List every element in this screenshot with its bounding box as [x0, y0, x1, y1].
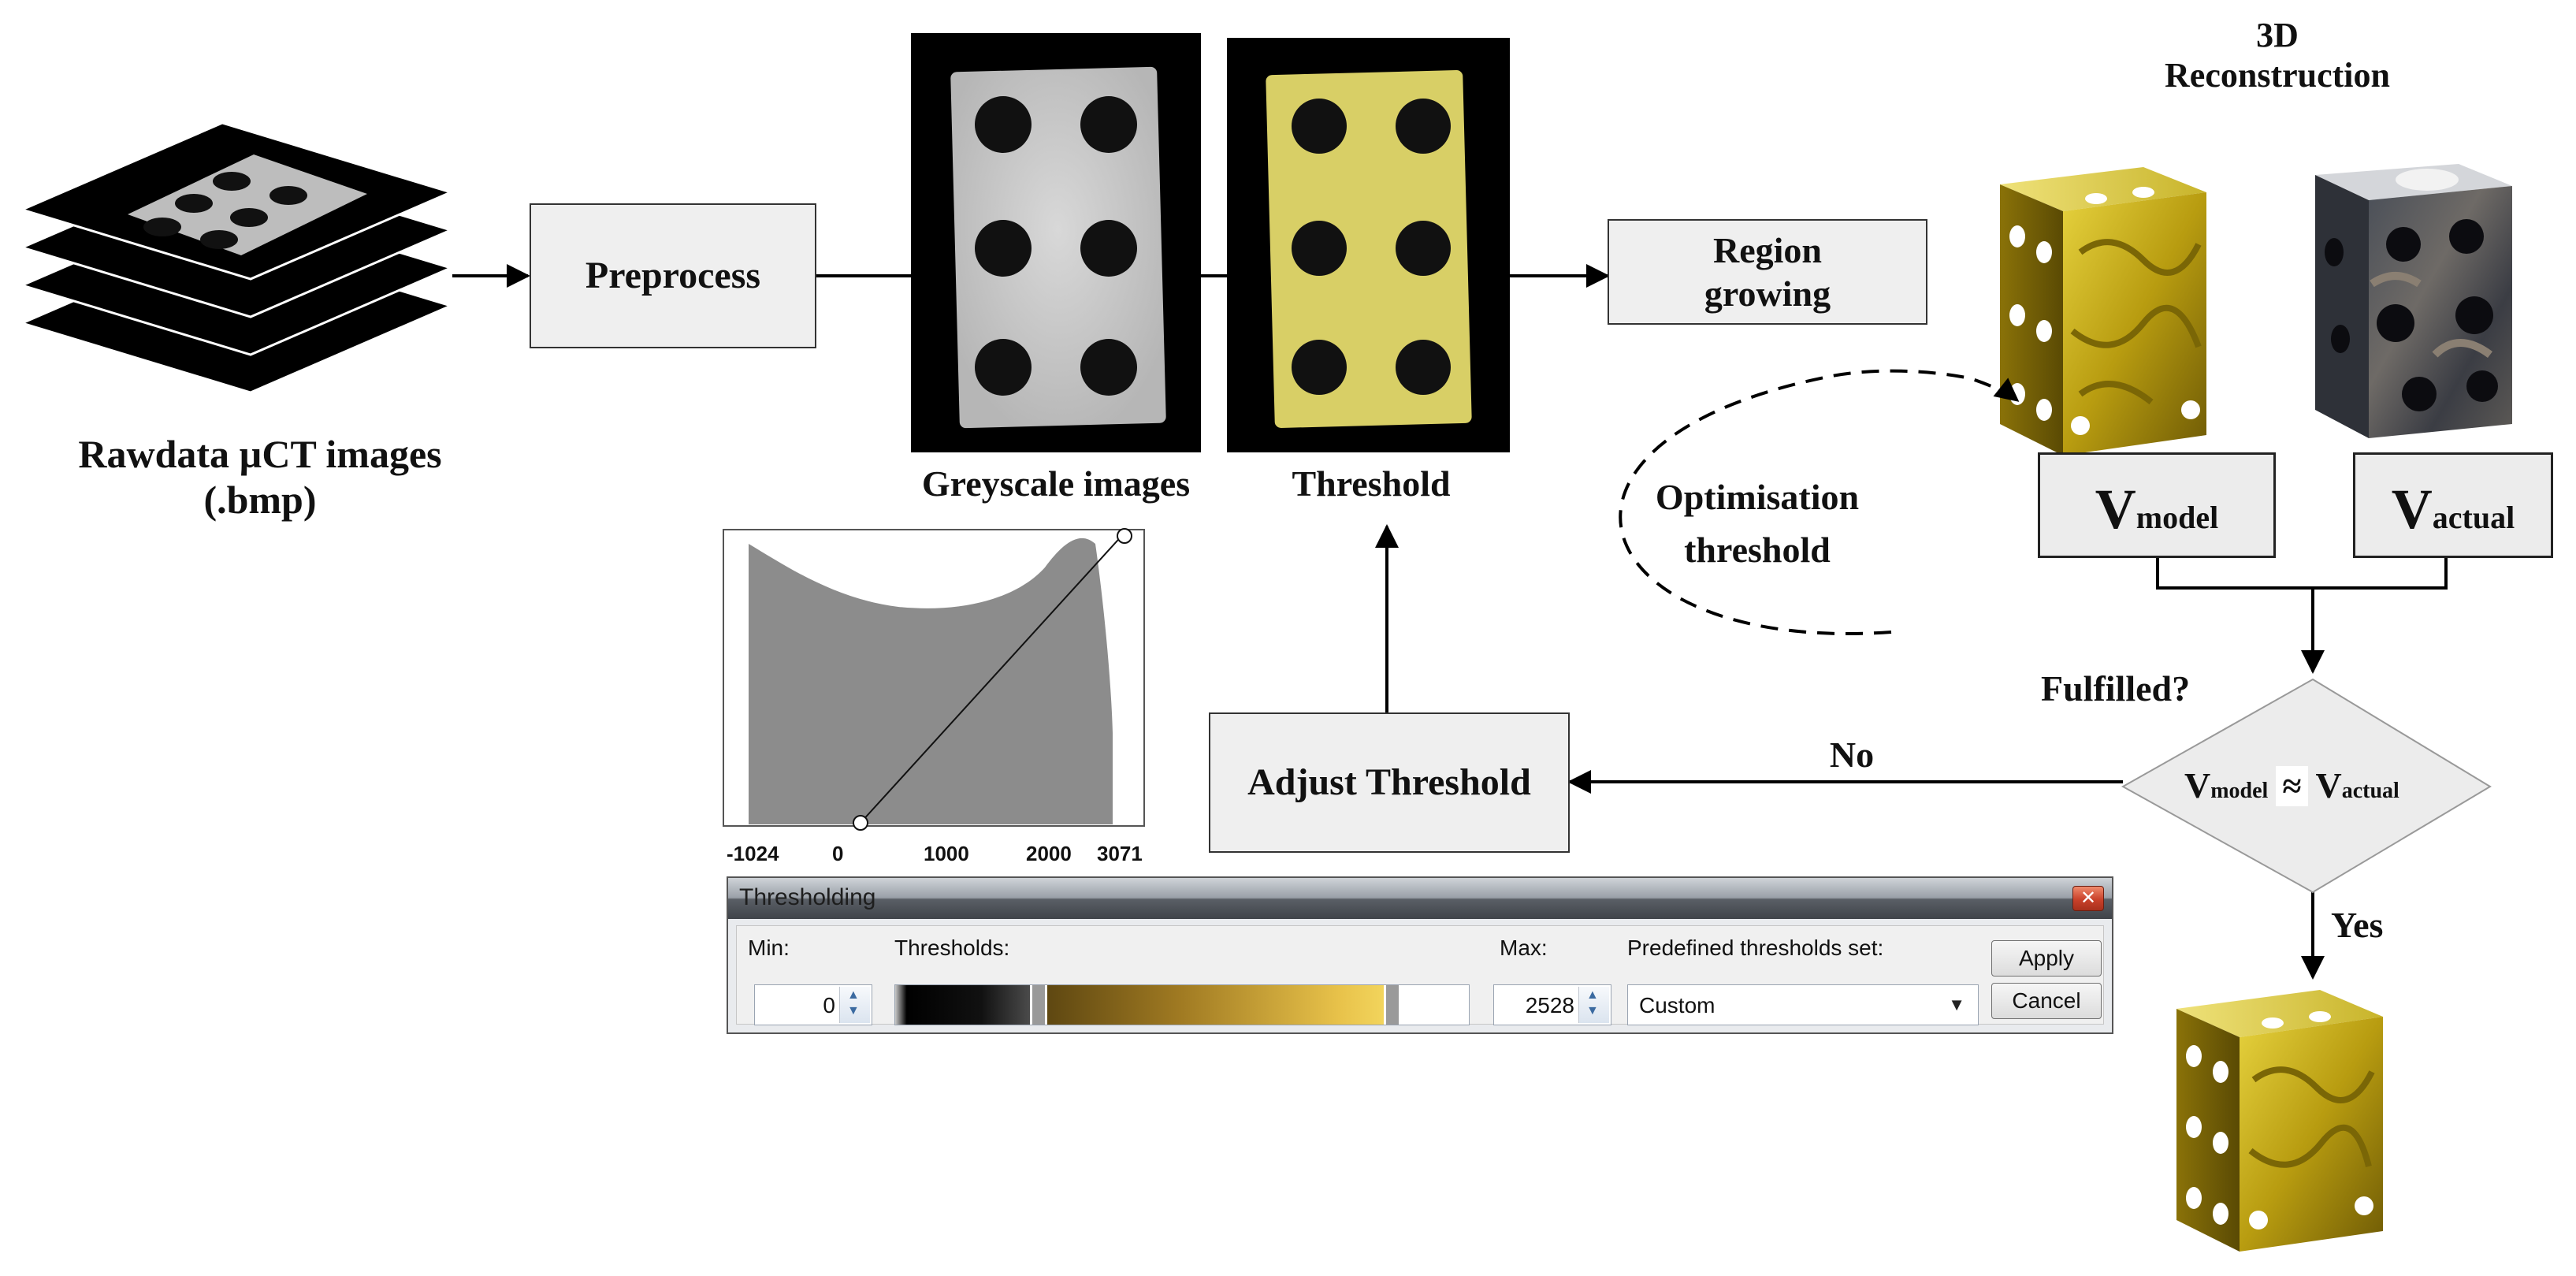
threshold-mapping-line	[860, 532, 1125, 824]
chevron-down-icon: ▼	[1948, 995, 1965, 1014]
gradient-gold-segment	[1039, 985, 1392, 1025]
rawdata-label-line2: (.bmp)	[203, 477, 317, 522]
preprocess-box: Preprocess	[530, 203, 816, 348]
hist-tick-3: 2000	[1026, 842, 1072, 865]
apply-button[interactable]: Apply	[1991, 940, 2102, 977]
v-model-symbol: V	[2095, 478, 2136, 541]
dialog-close-button[interactable]: ✕	[2072, 886, 2104, 911]
greyscale-label: Greyscale images	[921, 463, 1191, 504]
eq-actual-subscript: actual	[2341, 779, 2399, 803]
preprocess-label: Preprocess	[585, 255, 761, 297]
optimisation-line2: threshold	[1684, 529, 1831, 570]
reconstruction-model-cube	[2000, 167, 2206, 456]
yes-label: Yes	[2331, 905, 2384, 945]
hist-tick-1: 0	[832, 842, 844, 865]
dialog-title: Thresholding	[739, 884, 876, 910]
eq-v-actual: V	[2315, 765, 2342, 805]
min-spin-arrows[interactable]: ▲▼	[839, 987, 870, 1023]
greyscale-ct-image	[911, 33, 1201, 452]
hist-tick-2: 1000	[924, 842, 969, 865]
hist-tick-0: -1024	[727, 842, 779, 865]
v-actual-subscript: actual	[2432, 500, 2515, 535]
adjust-threshold-box: Adjust Threshold	[1209, 712, 1570, 853]
threshold-label: Threshold	[1292, 463, 1451, 504]
min-label: Min:	[748, 936, 790, 960]
max-spin-arrows[interactable]: ▲▼	[1578, 987, 1609, 1023]
spin-up-icon: ▲	[1586, 988, 1599, 1002]
max-label: Max:	[1500, 936, 1548, 960]
thresholds-label: Thresholds:	[894, 936, 1010, 960]
thresholding-dialog: Thresholding ✕ Min: 0 ▲▼ Thresholds: Max…	[727, 876, 2113, 1034]
close-icon: ✕	[2080, 887, 2097, 909]
preset-label: Predefined thresholds set:	[1627, 936, 1884, 960]
preset-value: Custom	[1639, 993, 1715, 1017]
spin-down-icon: ▼	[1586, 1004, 1599, 1017]
actual-scaffold-photo	[2315, 164, 2512, 438]
min-value: 0	[823, 993, 835, 1017]
threshold-gradient-slider[interactable]	[894, 984, 1470, 1025]
gradient-dark-segment	[895, 985, 1039, 1025]
gradient-tail-segment	[1392, 985, 1469, 1025]
reconstruction-label: 3D Reconstruction	[2096, 16, 2459, 95]
max-value: 2528	[1525, 993, 1574, 1017]
optimisation-line1: Optimisation	[1655, 477, 1860, 517]
v-actual-symbol: V	[2391, 478, 2433, 541]
eq-model-subscript: model	[2210, 779, 2269, 803]
preset-select[interactable]: Custom ▼	[1627, 984, 1979, 1025]
rawdata-slice-stack	[18, 121, 455, 394]
no-label: No	[1829, 735, 1875, 775]
min-threshold-handle[interactable]	[1030, 985, 1047, 1025]
spin-up-icon: ▲	[847, 988, 860, 1002]
v-model-subscript: model	[2136, 500, 2219, 535]
final-reconstruction-cube	[2176, 990, 2383, 1252]
region-growing-line1: Region	[1713, 229, 1822, 270]
approx-symbol: ≈	[2276, 766, 2308, 806]
flow-connectors	[452, 264, 2448, 980]
optimisation-label: Optimisation threshold	[1600, 471, 1915, 576]
histogram-panel	[723, 528, 1145, 831]
region-growing-box: Region growing	[1608, 219, 1927, 325]
eq-v-model: V	[2184, 765, 2211, 805]
rawdata-label-line1: Rawdata µCT images	[78, 432, 442, 476]
cancel-button[interactable]: Cancel	[1991, 983, 2102, 1019]
min-spinbox[interactable]: 0 ▲▼	[754, 984, 872, 1025]
max-threshold-handle[interactable]	[1384, 985, 1401, 1025]
max-spinbox[interactable]: 2528 ▲▼	[1493, 984, 1611, 1025]
dialog-body: Min: 0 ▲▼ Thresholds: Max: 2528 ▲▼ Prede…	[736, 925, 2104, 1025]
reconstruction-line1: 3D	[2256, 16, 2299, 54]
rawdata-label: Rawdata µCT images (.bmp)	[16, 432, 504, 523]
dialog-title-bar[interactable]: Thresholding ✕	[728, 878, 2112, 919]
region-growing-line2: growing	[1704, 273, 1831, 314]
fulfilled-label: Fulfilled?	[2041, 668, 2191, 709]
adjust-threshold-label: Adjust Threshold	[1247, 761, 1531, 804]
hist-tick-4: 3071	[1097, 842, 1143, 865]
threshold-ct-image	[1227, 38, 1510, 452]
spin-down-icon: ▼	[847, 1004, 860, 1017]
optimisation-loop-arrow	[1619, 369, 2020, 635]
histogram-min-handle[interactable]	[853, 815, 868, 831]
histogram-max-handle[interactable]	[1117, 528, 1132, 544]
reconstruction-line2: Reconstruction	[2165, 55, 2390, 95]
